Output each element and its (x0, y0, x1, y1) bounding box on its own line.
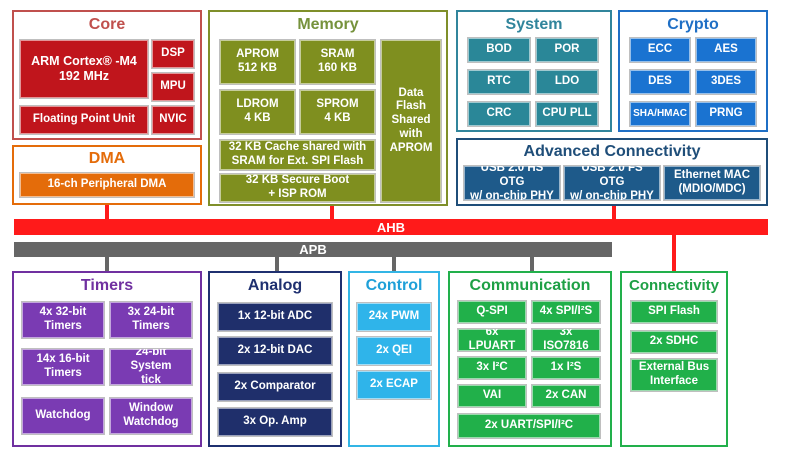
core-title: Core (88, 16, 126, 33)
ahb-link-advanced (612, 206, 616, 219)
data-flash-block: Data Flash Shared with APROM (380, 39, 442, 203)
dac-block: 2x 12-bit DAC (217, 336, 333, 366)
crc-block: CRC (467, 101, 531, 127)
secure-boot-block: 32 KB Secure Boot + ISP ROM (219, 173, 376, 203)
crypto-group: Crypto ECC AES DES 3DES SHA/HMAC PRNG (618, 10, 768, 132)
external-bus-block: External Bus Interface (630, 358, 718, 392)
aprom-block: APROM 512 KB (219, 39, 296, 85)
uart-spi-i2c-block: 2x UART/SPI/I²C (457, 413, 601, 439)
apb-link-timers (105, 257, 109, 271)
sram-block: SRAM 160 KB (299, 39, 376, 85)
connectivity-title: Connectivity (628, 277, 719, 294)
ethernet-mac-block: Ethernet MAC (MDIO/MDC) (663, 165, 761, 201)
qei-block: 2x QEI (356, 336, 432, 366)
communication-group: Communication Q-SPI 4x SPI/I²S 6x LPUART… (448, 271, 612, 447)
ahb-bus: AHB (14, 219, 768, 235)
dma-group: DMA 16-ch Peripheral DMA (12, 145, 202, 205)
pwm-block: 24x PWM (356, 302, 432, 332)
dma-title: DMA (88, 150, 126, 167)
ecap-block: 2x ECAP (356, 370, 432, 400)
fpu-block: Floating Point Unit (19, 105, 149, 135)
sdhc-block: 2x SDHC (630, 330, 718, 354)
des-block: DES (629, 69, 691, 95)
analog-title: Analog (247, 277, 303, 294)
crypto-title: Crypto (667, 16, 719, 33)
ldo-block: LDO (535, 69, 599, 95)
opamp-block: 3x Op. Amp (217, 407, 333, 437)
timer-32bit-block: 4x 32-bit Timers (21, 301, 105, 339)
apb-link-communication (530, 257, 534, 271)
prng-block: PRNG (695, 101, 757, 127)
3des-block: 3DES (695, 69, 757, 95)
spi-i2s-block: 4x SPI/I²S (531, 300, 601, 324)
can-block: 2x CAN (531, 384, 601, 408)
adc-block: 1x 12-bit ADC (217, 302, 333, 332)
timer-16bit-block: 14x 16-bit Timers (21, 348, 105, 386)
vai-block: VAI (457, 384, 527, 408)
system-title: System (505, 16, 563, 33)
timers-title: Timers (80, 277, 134, 294)
ahb-link-memory (330, 206, 334, 219)
cpu-pll-block: CPU PLL (535, 101, 599, 127)
lpuart-block: 6x LPUART (457, 326, 527, 352)
timer-24bit-block: 3x 24-bit Timers (109, 301, 193, 339)
cache-block: 32 KB Cache shared with SRAM for Ext. SP… (219, 139, 376, 171)
usb-hs-otg-block: USB 2.0 HS OTG w/ on-chip PHY (463, 162, 561, 202)
nvic-block: NVIC (151, 105, 195, 135)
i2s-block: 1x I²S (531, 356, 601, 380)
control-group: Control 24x PWM 2x QEI 2x ECAP (348, 271, 440, 447)
communication-title: Communication (469, 277, 591, 294)
watchdog-block: Watchdog (21, 397, 105, 435)
sprom-block: SPROM 4 KB (299, 89, 376, 135)
systick-block: 24-bit System tick (109, 346, 193, 386)
core-group: Core ARM Cortex® -M4 192 MHz Floating Po… (12, 10, 202, 140)
window-watchdog-block: Window Watchdog (109, 397, 193, 435)
aes-block: AES (695, 37, 757, 63)
comparator-block: 2x Comparator (217, 372, 333, 402)
connectivity-group: Connectivity SPI Flash 2x SDHC External … (620, 271, 728, 447)
timers-group: Timers 4x 32-bit Timers 3x 24-bit Timers… (12, 271, 202, 447)
ahb-link-connectivity (672, 235, 676, 271)
analog-group: Analog 1x 12-bit ADC 2x 12-bit DAC 2x Co… (208, 271, 342, 447)
rtc-block: RTC (467, 69, 531, 95)
system-group: System BOD POR RTC LDO CRC CPU PLL (456, 10, 612, 132)
advanced-connectivity-group: Advanced Connectivity USB 2.0 HS OTG w/ … (456, 138, 768, 206)
apb-link-control (392, 257, 396, 271)
ldrom-block: LDROM 4 KB (219, 89, 296, 135)
bod-block: BOD (467, 37, 531, 63)
dsp-block: DSP (151, 39, 195, 69)
cpu-block: ARM Cortex® -M4 192 MHz (19, 39, 149, 99)
ecc-block: ECC (629, 37, 691, 63)
memory-group: Memory APROM 512 KB SRAM 160 KB LDROM 4 … (208, 10, 448, 206)
dma-block: 16-ch Peripheral DMA (19, 172, 195, 198)
advanced-connectivity-title: Advanced Connectivity (523, 143, 701, 160)
apb-link-analog (275, 257, 279, 271)
memory-title: Memory (297, 16, 359, 33)
iso7816-block: 3x ISO7816 (531, 326, 601, 352)
apb-bus: APB (14, 242, 612, 257)
por-block: POR (535, 37, 599, 63)
control-title: Control (365, 277, 423, 294)
qspi-block: Q-SPI (457, 300, 527, 324)
sha-hmac-block: SHA/HMAC (629, 101, 691, 127)
i2c-block: 3x I²C (457, 356, 527, 380)
usb-fs-otg-block: USB 2.0 FS OTG w/ on-chip PHY (563, 162, 661, 202)
ahb-link-dma (105, 205, 109, 219)
spi-flash-block: SPI Flash (630, 300, 718, 324)
mpu-block: MPU (151, 72, 195, 102)
